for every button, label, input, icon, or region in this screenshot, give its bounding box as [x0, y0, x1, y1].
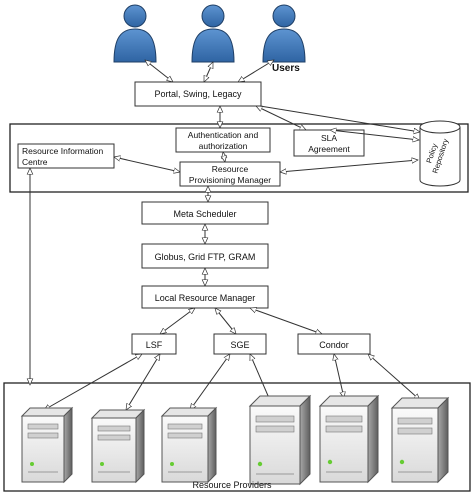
server-icon	[90, 408, 146, 484]
arrow-portal-policy	[259, 105, 420, 132]
arrow-user2-portal	[203, 62, 214, 82]
sge-box	[213, 333, 267, 355]
policy-repository-cylinder	[419, 120, 461, 187]
server-icon	[248, 394, 312, 486]
arrow-lsf-server2	[126, 354, 160, 410]
arrow-condor-server5	[334, 354, 344, 398]
meta-label: Meta Scheduler	[173, 209, 236, 219]
resource-information-centre-box	[17, 143, 115, 169]
rpm-label-line1: Resource	[212, 164, 249, 174]
auth-label-line2: authorization	[199, 141, 248, 151]
arrow-portal-sla	[256, 105, 306, 131]
arrow-user1-portal	[145, 60, 173, 82]
authentication-box	[175, 127, 271, 153]
arrow-lrm-sge	[215, 308, 236, 334]
users-label: Users	[272, 63, 300, 74]
arrow-rpm-policy	[280, 160, 418, 172]
arrow-sge-server3	[190, 354, 230, 410]
arrow-condor-server6	[368, 354, 420, 400]
lsf-label: LSF	[146, 340, 163, 350]
globus-label: Globus, Grid FTP, GRAM	[155, 252, 256, 262]
auth-label-line1: Authentication and	[188, 130, 259, 140]
resource-provisioning-manager-box	[179, 161, 281, 187]
ric-label-line1: Resource Information	[22, 146, 104, 156]
arrow-lrm-condor	[250, 308, 322, 334]
user-icon	[262, 4, 306, 63]
arrow-ric-rpm	[114, 157, 180, 172]
arrow-user3-portal	[238, 60, 274, 82]
resource-providers-label: Resource Providers	[192, 480, 272, 490]
ric-label-line2: Centre	[22, 157, 48, 167]
sla-label-line2: Agreement	[308, 144, 350, 154]
rpm-label-line2: Provisioning Manager	[189, 175, 271, 185]
server-icon	[390, 396, 450, 484]
sge-label: SGE	[230, 340, 249, 350]
server-icon	[160, 406, 218, 484]
lrm-label: Local Resource Manager	[155, 293, 256, 303]
arrow-lrm-lsf	[160, 308, 195, 334]
portal-box	[134, 81, 262, 107]
local-resource-manager-box	[141, 285, 269, 309]
arrow-auth-rpm	[223, 152, 225, 162]
server-icon	[318, 394, 380, 484]
globus-box	[141, 243, 269, 269]
portal-label: Portal, Swing, Legacy	[154, 89, 242, 99]
user-icon	[113, 4, 157, 63]
condor-label: Condor	[319, 340, 349, 350]
user-icon	[191, 4, 235, 63]
server-icon	[20, 406, 74, 484]
sla-label-line1: SLA	[321, 133, 337, 143]
arrow-sla-policy	[330, 130, 419, 140]
